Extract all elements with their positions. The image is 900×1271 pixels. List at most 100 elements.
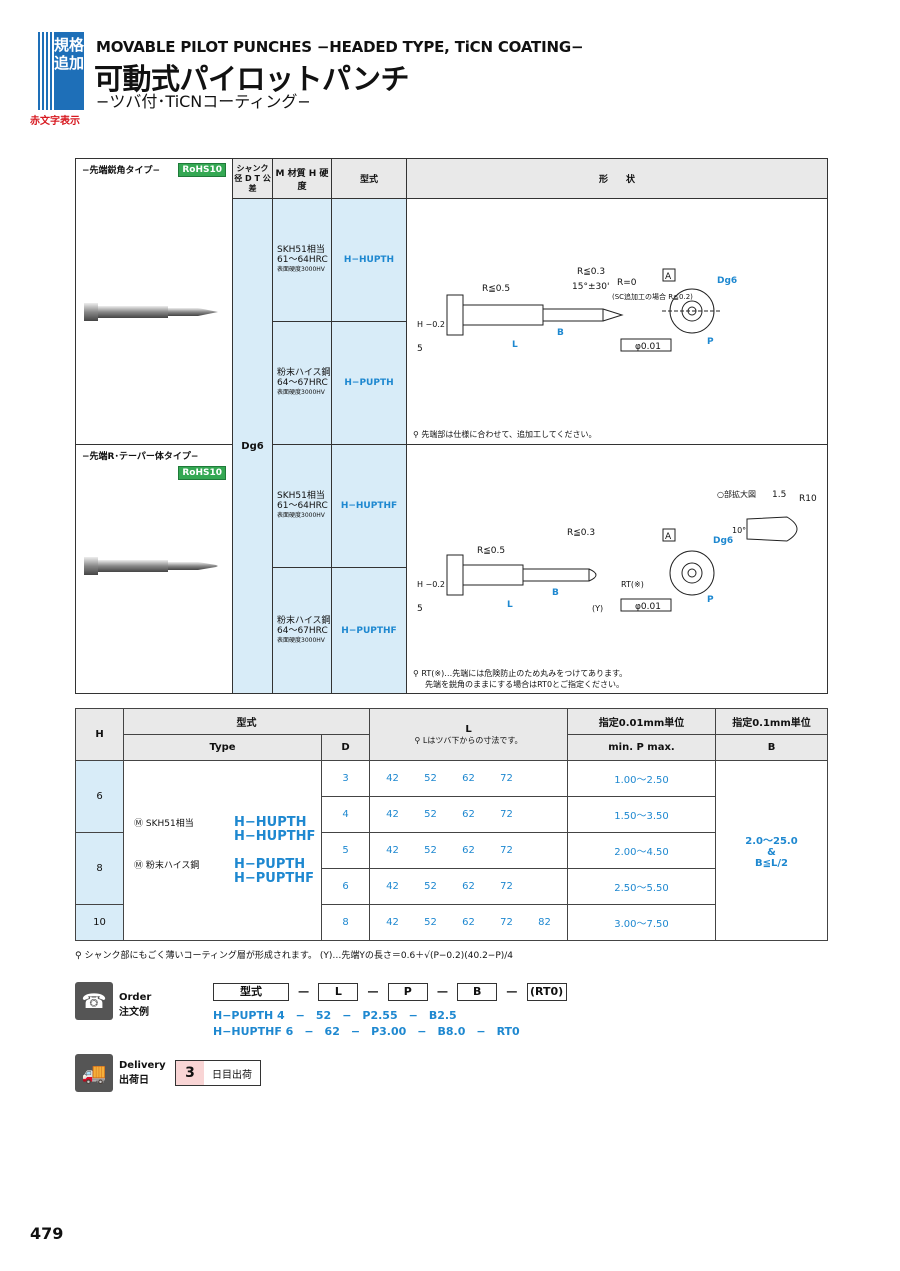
svg-text:5: 5 xyxy=(417,604,423,614)
order-field-l: L xyxy=(318,982,359,1001)
svg-text:R10: R10 xyxy=(799,494,817,504)
dimension-table: H 型式 L⚲ Lはツバ下からの寸法です。 指定0.01mm単位 指定0.1mm… xyxy=(75,708,828,941)
d-row-0: 3 xyxy=(321,760,370,797)
page-number: 479 xyxy=(30,1224,64,1243)
b-header: 指定0.1mm単位 xyxy=(715,708,828,735)
model-header: 型式 xyxy=(331,158,407,199)
drawing-round-punch: R≦0.3 R≦0.5 5 L B P Dg6 φ0.01 A RT(※) (Y… xyxy=(417,489,817,614)
svg-text:H −0.2: H −0.2 xyxy=(417,320,445,329)
shape-note-1: ⚲ 先端部は仕様に合わせて、追加工してください。 xyxy=(413,430,597,439)
svg-text:Dg6: Dg6 xyxy=(713,536,733,546)
svg-text:○部拡大図: ○部拡大図 xyxy=(717,489,756,499)
svg-text:L: L xyxy=(512,340,518,350)
svg-text:R≦0.5: R≦0.5 xyxy=(477,546,505,556)
svg-text:(Y): (Y) xyxy=(592,604,603,613)
rohs-badge: RoHS10 xyxy=(178,163,226,177)
type-en-header: Type xyxy=(123,734,322,761)
svg-text:φ0.01: φ0.01 xyxy=(635,602,661,612)
svg-text:R≦0.3: R≦0.3 xyxy=(577,267,605,277)
svg-text:B: B xyxy=(557,328,564,338)
svg-text:H −0.2: H −0.2 xyxy=(417,580,445,589)
shape-drawing-2: R≦0.3 R≦0.5 5 L B P Dg6 φ0.01 A RT(※) (Y… xyxy=(406,444,828,694)
d-row-4: 8 xyxy=(321,904,370,941)
b-range: 2.0〜25.0&B≦L/2 xyxy=(715,760,828,941)
order-field-type: 型式 xyxy=(213,982,289,1001)
tolerance-cell: Dg6 xyxy=(232,198,273,694)
delivery-unit: 日目出荷 xyxy=(212,1069,252,1081)
svg-text:R≦0.5: R≦0.5 xyxy=(482,284,510,294)
shank-header: シャンク径 D T 公差 xyxy=(232,158,273,199)
d-header: D xyxy=(321,734,370,761)
drawing-sharp-punch: R≦0.3 R=0 R≦0.5 15°±30' (SC追加工の場合 R≦0.2)… xyxy=(417,267,737,354)
svg-text:5: 5 xyxy=(417,344,423,354)
type1-cell: −先端鋭角タイプ− RoHS10 xyxy=(75,158,233,445)
shape-note-2: ⚲ RT(※)…先端には危険防止のため丸みをつけてあります。 先端を鋭角のままに… xyxy=(413,669,628,689)
svg-text:(SC追加工の場合 R≦0.2): (SC追加工の場合 R≦0.2) xyxy=(612,292,693,301)
order-field-b: B xyxy=(457,982,498,1001)
d-row-1: 4 xyxy=(321,796,370,833)
p-row-4: 3.00〜7.50 xyxy=(567,904,716,941)
d-row-2: 5 xyxy=(321,832,370,869)
header-stripes xyxy=(38,32,52,110)
svg-text:A: A xyxy=(665,532,672,542)
spec-added-tag: 規格追加 xyxy=(54,32,84,110)
p-row-3: 2.50〜5.50 xyxy=(567,868,716,905)
svg-text:R≦0.3: R≦0.3 xyxy=(567,528,595,538)
svg-text:10°: 10° xyxy=(732,526,746,535)
type-header: 型式 xyxy=(123,708,370,735)
model-hupth: H−HUPTH xyxy=(331,198,407,322)
red-text-note: 赤文字表示 xyxy=(30,116,80,127)
punch-image-round xyxy=(84,557,218,575)
type2-label: −先端R･テーパー体タイプ− xyxy=(82,452,199,462)
svg-text:B: B xyxy=(552,588,559,598)
title-en: MOVABLE PILOT PUNCHES −HEADED TYPE, TiCN… xyxy=(96,38,584,56)
svg-text:1.5: 1.5 xyxy=(772,490,786,500)
svg-text:15°±30': 15°±30' xyxy=(572,282,609,292)
rohs-badge-2: RoHS10 xyxy=(178,466,226,480)
height-6: 6 xyxy=(75,760,124,833)
material-header: M 材質 H 硬度 xyxy=(272,158,332,199)
model-pupthf: H−PUPTHF xyxy=(331,567,407,694)
svg-text:A: A xyxy=(665,272,672,282)
svg-text:R=0: R=0 xyxy=(617,278,637,288)
svg-text:RT(※): RT(※) xyxy=(621,580,644,589)
model-hupthf: H−HUPTHF xyxy=(331,444,407,568)
mat1-label: Ⓜ SKH51相当 xyxy=(134,818,194,829)
shape-drawing-1: R≦0.3 R=0 R≦0.5 15°±30' (SC追加工の場合 R≦0.2)… xyxy=(406,198,828,445)
h-header: H xyxy=(75,708,124,761)
footnote: ⚲ シャンク部にもごく薄いコーティング層が形成されます。 (Y)…先端Yの長さ＝… xyxy=(75,951,514,961)
spec-table: −先端鋭角タイプ− RoHS10 シャンク径 D T 公差 M 材質 H 硬度 … xyxy=(75,158,828,694)
title-jp: 可動式パイロットパンチ xyxy=(94,62,409,96)
type1-label: −先端鋭角タイプ− xyxy=(82,166,161,176)
delivery-days: 3 xyxy=(176,1061,204,1085)
truck-icon: 🚚 xyxy=(75,1054,113,1092)
subtitle-jp: −ツバ付･TiCNコーティング− xyxy=(96,92,311,111)
order-example-2: H−HUPTHF 6 − 62 − P3.00 − B8.0 − RT0 xyxy=(213,1025,520,1038)
d-row-3: 6 xyxy=(321,868,370,905)
type2-cell: −先端R･テーパー体タイプ− RoHS10 xyxy=(75,444,233,694)
delivery-box: 3 日目出荷 xyxy=(175,1060,261,1086)
order-field-p: P xyxy=(387,982,428,1001)
phone-icon: ☎ xyxy=(75,982,113,1020)
b-sub-header: B xyxy=(715,734,828,761)
height-8: 8 xyxy=(75,832,124,905)
svg-text:Dg6: Dg6 xyxy=(717,276,737,286)
order-example-1: H−PUPTH 4 − 52 − P2.55 − B2.5 xyxy=(213,1009,457,1022)
shape-header: 形 状 xyxy=(406,158,828,199)
order-field-rt: (RT0) xyxy=(526,982,567,1001)
p-row-0: 1.00〜2.50 xyxy=(567,760,716,797)
p-header: 指定0.01mm単位 xyxy=(567,708,716,735)
